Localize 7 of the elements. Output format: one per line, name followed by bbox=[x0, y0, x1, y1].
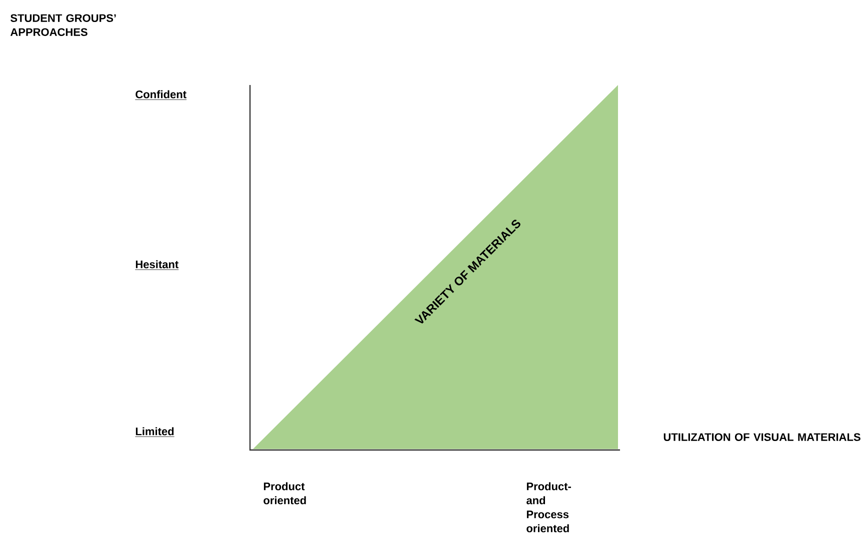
axis-title: STUDENT GROUPS’ APPROACHES bbox=[10, 14, 116, 36]
tick-label: Confident bbox=[135, 90, 187, 100]
tick-label: Product- and Process oriented bbox=[526, 482, 571, 532]
tick-label: Hesitant bbox=[135, 260, 179, 270]
tick-label: Product oriented bbox=[264, 482, 306, 504]
tick-label: Limited bbox=[135, 427, 175, 437]
axis-title: UTILIZATION OF VISUAL MATERIALS bbox=[664, 433, 860, 441]
